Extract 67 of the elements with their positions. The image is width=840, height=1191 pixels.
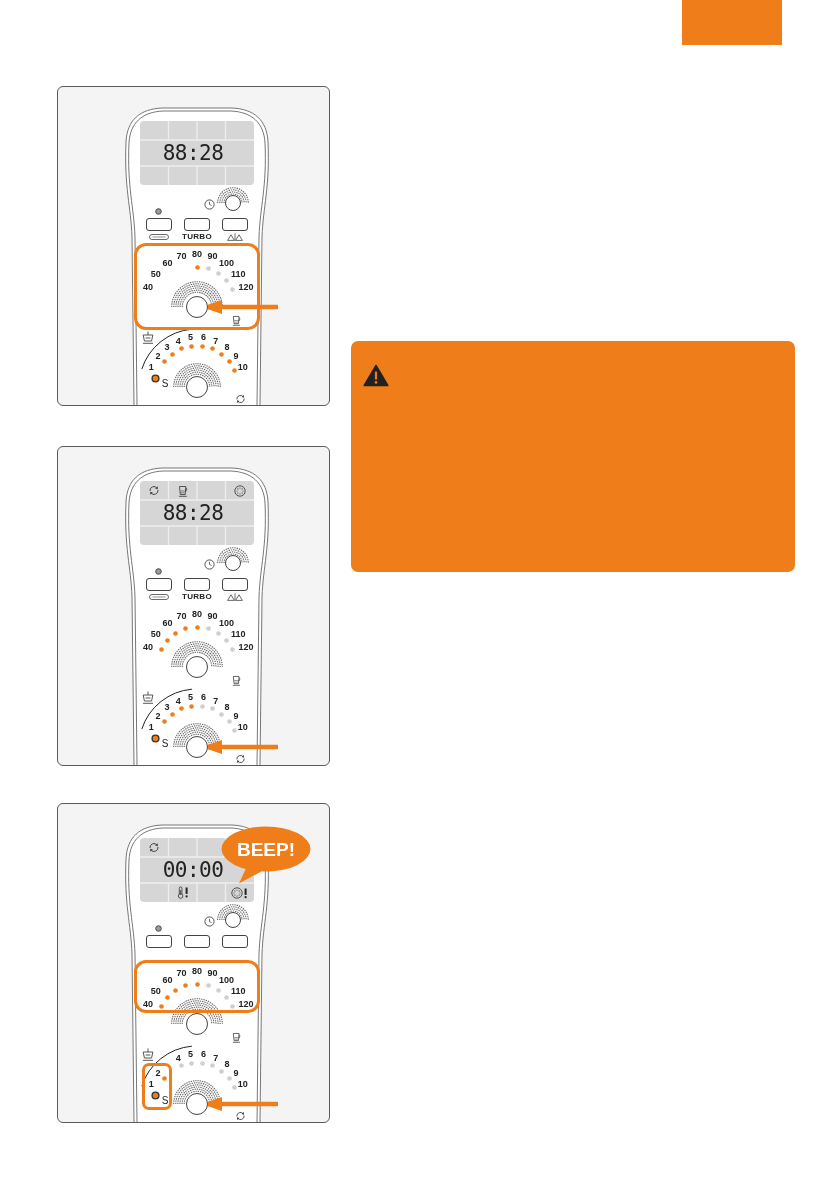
scale-number: 8 [224, 702, 230, 712]
scale-number: 50 [150, 986, 161, 996]
scale-letter: S [161, 379, 169, 389]
scale-number: 2 [155, 351, 161, 361]
scale-number: 120 [238, 999, 254, 1009]
scale-number: 90 [207, 611, 218, 621]
display-readout: 88:28 [162, 142, 224, 164]
button-caption: TURBO [182, 593, 212, 601]
scale-number: 70 [176, 611, 187, 621]
scale-letter: S [161, 739, 169, 749]
scale-number: 80 [192, 966, 202, 976]
lcd-display [140, 121, 254, 185]
scale-number: 5 [188, 692, 194, 702]
display-readout: 00:00 [162, 859, 224, 881]
scale-number: 3 [164, 342, 170, 352]
scale-number: 7 [213, 696, 219, 706]
scale-number: 40 [142, 999, 153, 1009]
scale-number: 6 [200, 332, 206, 342]
scale-number: 9 [233, 1068, 239, 1078]
scale-number: 50 [150, 269, 161, 279]
scale-number: 10 [237, 722, 248, 732]
scale-number: 120 [238, 642, 254, 652]
scale-number: 60 [162, 975, 173, 985]
scale-number: 2 [155, 1068, 161, 1078]
scale-number: 8 [224, 1059, 230, 1069]
scale-number: 110 [230, 986, 246, 996]
scale-number: 90 [207, 251, 218, 261]
scale-letter: S [161, 1096, 169, 1106]
scale-number: 9 [233, 711, 239, 721]
scale-number: 60 [162, 258, 173, 268]
scale-number: 7 [213, 336, 219, 346]
button-caption: TURBO [182, 233, 212, 241]
scale-number: 70 [176, 251, 187, 261]
scale-number: 90 [207, 968, 218, 978]
scale-number: 7 [213, 1053, 219, 1063]
scale-number: 110 [230, 629, 246, 639]
scale-number: 6 [200, 692, 206, 702]
scale-number: 50 [150, 629, 161, 639]
scale-number: 5 [188, 332, 194, 342]
scale-number: 70 [176, 968, 187, 978]
scale-number: 100 [219, 258, 235, 268]
scale-number: 4 [175, 336, 181, 346]
display-readout: 88:28 [162, 502, 224, 524]
scale-number: 120 [238, 282, 254, 292]
scale-number: 40 [142, 642, 153, 652]
scale-number: 8 [224, 342, 230, 352]
lcd-display [140, 481, 254, 545]
scale-number: 60 [162, 618, 173, 628]
scale-number: 40 [142, 282, 153, 292]
scale-number: 10 [237, 362, 248, 372]
scale-number: 110 [230, 269, 246, 279]
scale-number: 4 [175, 696, 181, 706]
scale-number: 5 [188, 1049, 194, 1059]
scale-number: 1 [148, 362, 154, 372]
scale-number: 2 [155, 711, 161, 721]
scale-number: 9 [233, 351, 239, 361]
scale-number: 4 [175, 1053, 181, 1063]
scale-number: 1 [148, 722, 154, 732]
scale-number: 1 [148, 1079, 154, 1089]
bubble-text: BEEP! [236, 839, 296, 859]
scale-number: 100 [219, 618, 235, 628]
scale-number: 80 [192, 609, 202, 619]
scale-number: 80 [192, 249, 202, 259]
scale-number: 3 [164, 702, 170, 712]
scale-number: 10 [237, 1079, 248, 1089]
scale-number: 6 [200, 1049, 206, 1059]
scale-number: 100 [219, 975, 235, 985]
